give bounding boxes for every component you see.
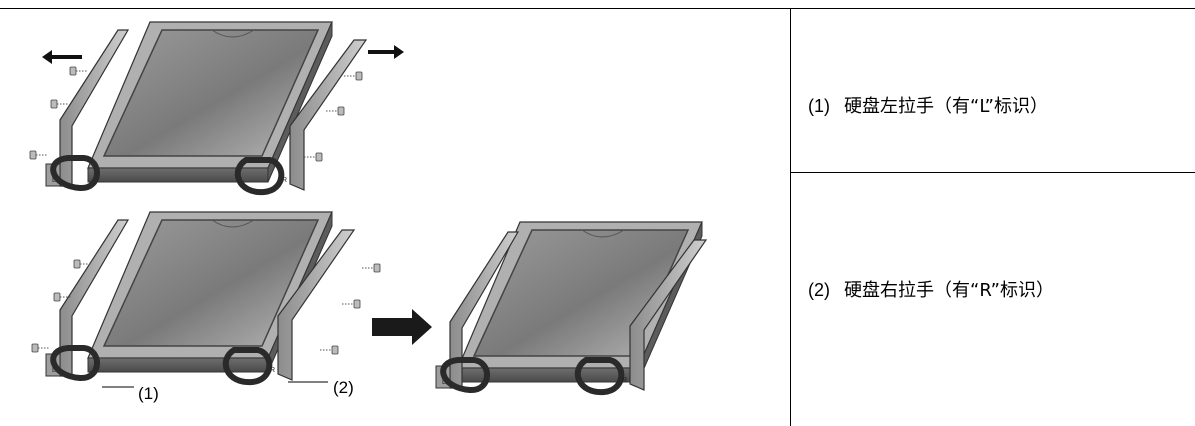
callout-label-1: (1) [138,384,159,403]
arrow-right-icon [368,45,404,59]
arrow-right-icon [372,309,432,345]
legend-text: 硬盘右拉手（有“R”标识） [844,280,1055,301]
screw-icon [50,99,70,109]
screw-icon [31,343,51,353]
screw-icon [29,150,49,160]
screw-icon [319,345,339,355]
screw-icon [69,66,89,76]
hard-drive-icon [457,221,703,383]
arrow-left-icon [42,50,82,64]
callout-label-2: (2) [333,378,354,397]
legend-number: (2) [808,280,830,300]
screw-icon [341,299,361,309]
hdd-bracket-illustration: L R [29,21,790,403]
screw-icon [343,71,363,81]
legend-number: (1) [808,96,830,116]
screw-icon [361,263,381,273]
legend-text: 硬盘左拉手（有“L”标识） [844,96,1048,117]
table-top-rule [0,8,1195,9]
bottom-exploded-assembly [31,211,381,382]
assembled-drive [436,221,706,392]
screw-icon [303,152,323,162]
top-exploded-assembly [29,21,404,192]
legend-item-left-handle: (1) 硬盘左拉手（有“L”标识） [808,92,1048,118]
table-column-rule [790,8,791,426]
screw-icon [325,106,345,116]
legend-item-right-handle: (2) 硬盘右拉手（有“R”标识） [808,276,1054,302]
table-row-rule [790,172,1195,173]
